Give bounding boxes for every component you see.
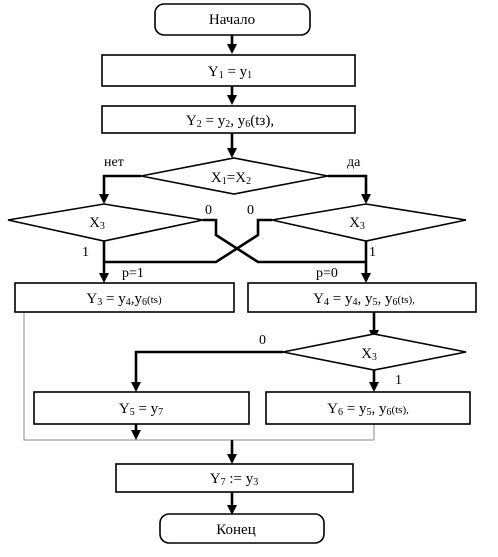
decision-right-zero-label: 0 bbox=[247, 203, 254, 218]
decision-lower-text: X3 bbox=[361, 346, 377, 363]
arrowhead-block1 bbox=[227, 44, 237, 54]
process-block-7-text: Y7 := y3 bbox=[210, 471, 258, 488]
decision-lower: X3 0 1 bbox=[259, 333, 467, 388]
yes-label: да bbox=[347, 155, 361, 170]
arrowhead-block4 bbox=[361, 273, 371, 283]
process-block-5: Y5 = y7 bbox=[33, 391, 250, 425]
end-shape bbox=[159, 513, 325, 544]
process-block-2: Y2 = y2, y6(tз), bbox=[101, 105, 356, 134]
process-block-1-shape bbox=[101, 54, 356, 87]
arrowhead-block7 bbox=[227, 454, 237, 464]
decision-main-text: X1=X2 bbox=[211, 170, 251, 187]
process-block-3-shape bbox=[14, 282, 235, 313]
arrowhead-block2 bbox=[227, 95, 237, 105]
connector-right-zero-cross bbox=[104, 218, 272, 264]
decision-right-text: X3 bbox=[349, 215, 365, 232]
decision-left-shape bbox=[7, 203, 204, 242]
process-block-3-text: Y3 = y4,y6(ts) bbox=[86, 291, 162, 308]
no-label: нет bbox=[104, 155, 124, 170]
process-block-7: Y7 := y3 bbox=[115, 463, 354, 493]
p-left-label: p=1 bbox=[122, 266, 144, 281]
process-block-4: Y4 = y4, y5, y6(ts), bbox=[247, 282, 477, 313]
process-block-4-text: Y4 = y4, y5, y6(ts), bbox=[313, 291, 415, 308]
p-right-label: p=0 bbox=[316, 266, 338, 281]
process-block-5-shape bbox=[33, 391, 250, 425]
decision-right-shape bbox=[271, 203, 467, 242]
arrowhead-merge bbox=[131, 430, 141, 440]
decision-left-one-label: 1 bbox=[82, 245, 89, 260]
decision-left: X3 1 0 bbox=[7, 203, 212, 260]
process-block-4-shape bbox=[247, 282, 477, 313]
decision-left-zero-label: 0 bbox=[205, 203, 212, 218]
connector-lower-zero bbox=[134, 350, 283, 384]
arrowheads bbox=[99, 44, 379, 515]
arrowhead-right-decision bbox=[361, 194, 371, 204]
connector-yes-branch bbox=[328, 174, 368, 196]
decision-right: X3 1 0 bbox=[247, 203, 467, 260]
process-block-2-shape bbox=[101, 105, 356, 134]
decision-lower-one-label: 1 bbox=[395, 373, 402, 388]
decision-main-shape bbox=[140, 157, 329, 195]
arrowhead-decision bbox=[227, 148, 237, 158]
decision-lower-shape bbox=[282, 333, 467, 371]
process-block-6-text: Y6 = y5, y6(ts), bbox=[327, 401, 409, 418]
process-block-7-shape bbox=[115, 463, 354, 493]
start-terminal: Начало bbox=[154, 3, 311, 36]
decision-left-text: X3 bbox=[89, 215, 105, 232]
process-block-1-text: Y1 = y1 bbox=[208, 64, 252, 81]
start-label: Начало bbox=[209, 12, 255, 28]
decision-right-one-label: 1 bbox=[369, 245, 376, 260]
arrowhead-block6 bbox=[369, 382, 379, 392]
arrowhead-block5 bbox=[131, 382, 141, 392]
arrowhead-end bbox=[227, 505, 237, 515]
process-block-6: Y6 = y5, y6(ts), bbox=[265, 391, 471, 425]
connector-left-zero-cross bbox=[203, 218, 366, 264]
connector-block3-bypass bbox=[23, 312, 375, 441]
end-terminal: Конец bbox=[159, 513, 325, 544]
end-label: Конец bbox=[216, 522, 255, 538]
process-block-2-text: Y2 = y2, y6(tз), bbox=[186, 113, 274, 130]
start-shape bbox=[154, 3, 311, 36]
decision-main: X1=X2 нет да bbox=[104, 155, 361, 195]
arrowhead-block3 bbox=[99, 273, 109, 283]
connector-no-branch bbox=[102, 174, 141, 196]
process-block-5-text: Y5 = y7 bbox=[119, 401, 163, 418]
decision-lower-zero-label: 0 bbox=[259, 333, 266, 348]
process-block-6-shape bbox=[265, 391, 471, 425]
arrowhead-left-decision bbox=[99, 194, 109, 204]
process-block-1: Y1 = y1 bbox=[101, 54, 356, 87]
process-block-3: Y3 = y4,y6(ts) bbox=[14, 282, 235, 313]
